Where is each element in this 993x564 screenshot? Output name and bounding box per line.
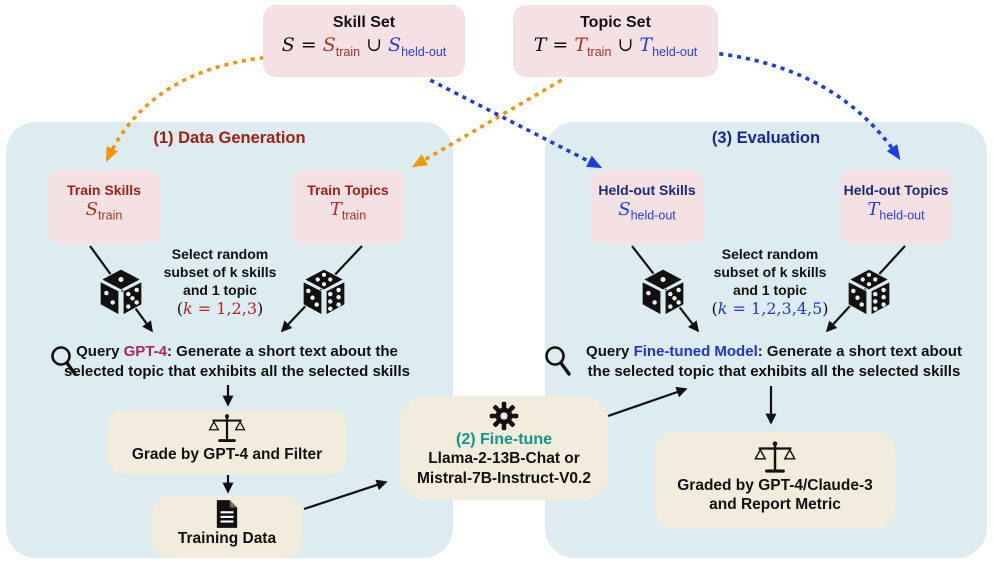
select-random-text: Select random subset of k skills and 1 t…: [134, 245, 306, 319]
data-generation-header: (1) Data Generation: [153, 129, 306, 147]
magnifier-icon: [51, 346, 77, 376]
topic-set-box: Topic Set T = Ttrain ∪ Theld-out: [513, 5, 718, 77]
die-icon: [302, 268, 346, 316]
train-topics-title: Train Topics: [307, 182, 389, 198]
skill-set-title: Skill Set: [332, 14, 396, 31]
held-out-skills-title: Held-out Skills: [598, 182, 696, 198]
gear-icon: [489, 401, 519, 431]
training-data-label: Training Data: [177, 530, 277, 547]
k-values: (k = 1,2,3): [176, 299, 264, 318]
train-skills-title: Train Skills: [67, 182, 141, 198]
train-skills-symbol: Strain: [85, 199, 123, 223]
query-model-name: GPT-4: [123, 343, 167, 360]
balance-scale-icon: [754, 441, 796, 473]
finetune-box: (2) Fine-tune Llama-2-13B-Chat or Mistra…: [400, 396, 608, 500]
skill-set-formula: S = Strain ∪ Sheld-out: [281, 34, 447, 59]
k-values: (k = 1,2,3,4,5): [711, 299, 829, 318]
select-random-text: Select random subset of k skills and 1 t…: [684, 245, 856, 319]
held-out-topics-box: Held-out Topics Theld-out: [840, 170, 952, 244]
query-finetuned-model-text: Query Fine-tuned Model: Generate a short…: [586, 343, 962, 380]
document-icon: [216, 500, 238, 528]
train-topics-box: Train Topics Ttrain: [292, 170, 404, 244]
training-data-box: Training Data: [152, 496, 302, 558]
topic-set-formula: T = Ttrain ∪ Theld-out: [533, 34, 698, 59]
finetune-step-label: (2) Fine-tune: [456, 431, 552, 448]
evaluation-header: (3) Evaluation: [711, 129, 821, 147]
graded-report-box: Graded by GPT-4/Claude-3 and Report Metr…: [655, 432, 895, 529]
grade-filter-label: Grade by GPT-4 and Filter: [131, 446, 323, 463]
held-out-topics-symbol: Theld-out: [867, 199, 925, 223]
train-skills-box: Train Skills Strain: [48, 170, 160, 244]
magnifier-icon: [545, 346, 571, 376]
grade-filter-box: Grade by GPT-4 and Filter: [107, 410, 347, 474]
topic-set-title: Topic Set: [580, 14, 651, 31]
die-icon: [641, 268, 685, 316]
finetune-model-2: Mistral-7B-Instruct-V0.2: [417, 470, 591, 487]
query-model-name: Fine-tuned Model: [633, 343, 758, 360]
held-out-skills-symbol: Sheld-out: [618, 199, 676, 223]
held-out-skills-box: Held-out Skills Sheld-out: [590, 170, 704, 244]
train-topics-symbol: Ttrain: [329, 199, 367, 223]
skill-set-box: Skill Set S = Strain ∪ Sheld-out: [263, 5, 465, 77]
query-gpt4-text: Query GPT-4: Generate a short text about…: [64, 343, 410, 380]
balance-scale-icon: [208, 414, 246, 442]
graded-label-2: and Report Metric: [709, 496, 841, 513]
finetune-model-1: Llama-2-13B-Chat or: [428, 450, 580, 467]
held-out-topics-title: Held-out Topics: [843, 182, 949, 198]
graded-label-1: Graded by GPT-4/Claude-3: [677, 477, 873, 494]
